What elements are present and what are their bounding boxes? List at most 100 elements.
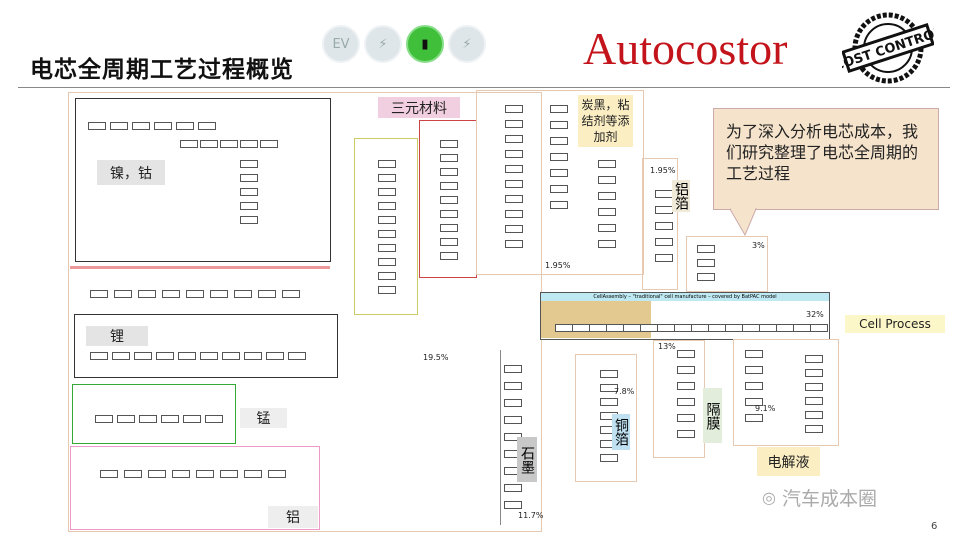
pct-9-1: 9.1%: [755, 404, 776, 413]
process-node: [154, 122, 172, 130]
process-node: [677, 414, 695, 422]
page-number: 6: [931, 521, 938, 532]
process-node: [378, 272, 396, 280]
label-mn: 锰: [240, 408, 287, 428]
process-node: [655, 238, 673, 246]
process-node: [378, 244, 396, 252]
li-process-box: [74, 314, 338, 378]
process-node: [598, 192, 616, 200]
process-node: [378, 188, 396, 196]
process-node: [598, 224, 616, 232]
process-node: [378, 174, 396, 182]
process-node: [198, 122, 216, 130]
process-node: [708, 324, 726, 332]
process-node: [677, 430, 695, 438]
al-process-box: [70, 446, 320, 530]
process-node: [114, 290, 132, 298]
process-node: [90, 352, 108, 360]
label-al: 铝: [268, 506, 318, 528]
process-node: [117, 415, 135, 423]
process-node: [655, 254, 673, 262]
process-node: [505, 225, 523, 233]
graphite-flow: [500, 350, 519, 525]
process-node: [550, 153, 568, 161]
process-node: [697, 245, 715, 253]
process-node: [805, 397, 823, 405]
process-node: [805, 425, 823, 433]
process-node: [240, 160, 258, 168]
cell-assembly-box: CellAssembly – "traditional" cell manufa…: [540, 292, 830, 340]
process-node: [697, 273, 715, 281]
process-node: [600, 454, 618, 462]
process-node: [725, 324, 743, 332]
pct-1-95-al: 1.95%: [650, 166, 676, 175]
process-node: [266, 352, 284, 360]
process-node: [95, 415, 113, 423]
process-node: [589, 324, 607, 332]
process-node: [677, 382, 695, 390]
ncm-process-box: [354, 138, 418, 315]
process-node: [550, 137, 568, 145]
process-node: [183, 415, 201, 423]
process-node: [240, 174, 258, 182]
process-node: [240, 216, 258, 224]
process-node: [378, 216, 396, 224]
process-node: [440, 140, 458, 148]
process-node: [504, 416, 522, 424]
process-node: [132, 122, 150, 130]
process-node: [210, 290, 228, 298]
process-node: [550, 201, 568, 209]
process-node: [258, 290, 276, 298]
process-node: [134, 352, 152, 360]
process-node: [378, 202, 396, 210]
process-node: [598, 176, 616, 184]
process-node: [378, 230, 396, 238]
process-node: [162, 290, 180, 298]
process-node: [260, 140, 278, 148]
process-node: [110, 122, 128, 130]
process-node: [240, 188, 258, 196]
process-node: [378, 160, 396, 168]
process-node: [600, 370, 618, 378]
process-node: [674, 324, 692, 332]
process-node: [205, 415, 223, 423]
process-node: [172, 470, 190, 478]
process-node: [440, 224, 458, 232]
page-title: 电芯全周期工艺过程概览: [30, 57, 294, 83]
carbon-frame: [476, 90, 644, 275]
process-node: [220, 140, 238, 148]
cu-foil-frame: [575, 354, 637, 482]
process-node: [200, 352, 218, 360]
process-node: [805, 369, 823, 377]
process-node: [100, 470, 118, 478]
process-node: [697, 259, 715, 267]
process-node: [505, 150, 523, 158]
process-node: [504, 501, 522, 509]
process-node: [504, 365, 522, 373]
process-node: [112, 352, 130, 360]
process-node: [148, 470, 166, 478]
process-node: [440, 238, 458, 246]
pct-7-8: 7.8%: [614, 387, 635, 396]
label-carbon: 炭黑，粘结剂等添加剂: [578, 95, 633, 147]
process-node: [640, 324, 658, 332]
process-node: [550, 185, 568, 193]
wechat-icon: ◎: [762, 488, 776, 507]
process-node: [623, 324, 641, 332]
process-node: [505, 120, 523, 128]
process-node: [742, 324, 760, 332]
process-node: [178, 352, 196, 360]
process-node: [677, 398, 695, 406]
process-node: [196, 470, 214, 478]
process-node: [220, 470, 238, 478]
process-node: [550, 105, 568, 113]
label-nico: 镍，钴: [97, 160, 165, 185]
pct-11-7: 11.7%: [518, 511, 544, 520]
process-node: [505, 165, 523, 173]
label-ncm: 三元材料: [378, 97, 460, 118]
brand-logo: Autocostor: [583, 23, 788, 74]
process-node: [240, 202, 258, 210]
mn-process-box: [72, 384, 236, 444]
process-node: [745, 350, 763, 358]
